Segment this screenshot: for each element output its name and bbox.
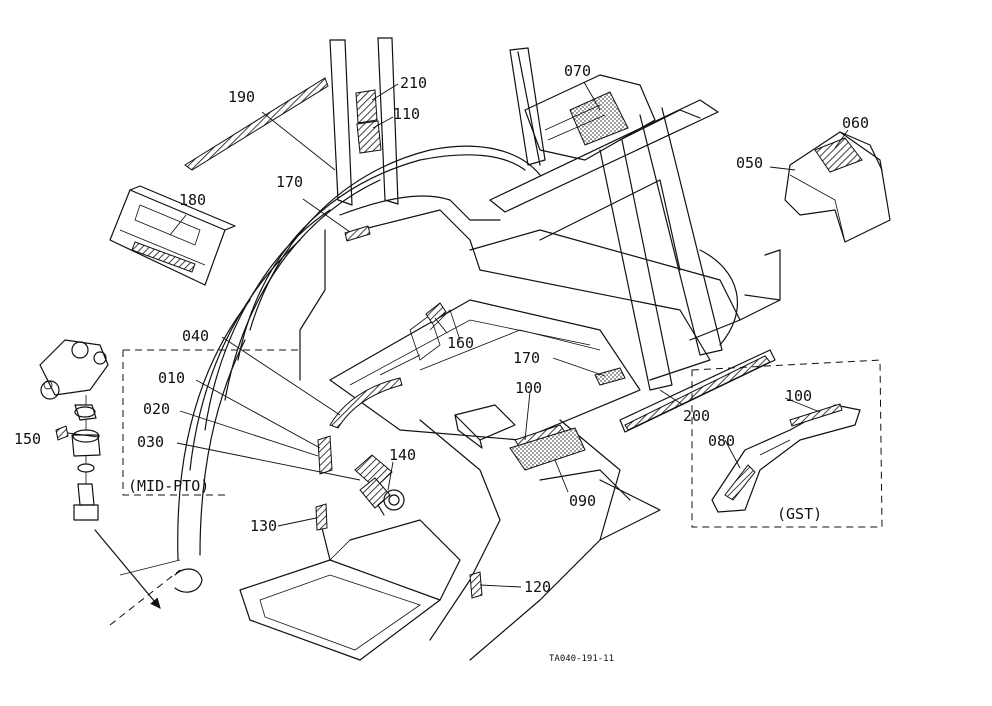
decal-090	[509, 427, 586, 471]
label-040: 040	[182, 327, 209, 345]
decal-210	[355, 89, 378, 124]
decal-030	[354, 454, 393, 489]
decal-110	[356, 120, 382, 154]
caption-mid-pto: (MID-PTO)	[128, 477, 209, 495]
label-010: 010	[158, 369, 185, 387]
label-100b: 100	[785, 387, 812, 405]
label-170a: 170	[276, 173, 303, 191]
part-150	[55, 425, 69, 441]
label-080: 080	[708, 432, 735, 450]
label-070-num: 070	[564, 62, 591, 80]
label-190: 190	[228, 88, 255, 106]
label-150: 150	[14, 430, 41, 448]
decal-010	[317, 435, 333, 475]
label-100a: 100	[515, 379, 542, 397]
part-140-knob	[377, 489, 405, 516]
decal-060	[814, 137, 863, 173]
mid-pto-box	[122, 349, 300, 496]
part-050-cover	[784, 131, 891, 243]
decal-080	[724, 464, 756, 501]
label-140: 140	[389, 446, 416, 464]
decal-190	[184, 77, 329, 171]
decal-170b	[594, 367, 626, 386]
decal-160	[425, 302, 447, 324]
gst-box	[691, 359, 883, 528]
label-200: 200	[683, 407, 710, 425]
part-180	[109, 185, 236, 286]
label-110: 110	[393, 105, 420, 123]
part-150-assembly	[39, 339, 203, 626]
decal-130	[315, 503, 328, 531]
caption-gst: (GST)	[777, 505, 822, 523]
label-170b: 170	[513, 349, 540, 367]
label-130: 130	[250, 517, 277, 535]
tractor-body	[177, 145, 781, 661]
label-120: 120	[524, 578, 551, 596]
label-030: 030	[137, 433, 164, 451]
label-090: 090	[569, 492, 596, 510]
decal-030b	[359, 477, 391, 509]
mat-200	[624, 355, 771, 431]
label-160: 160	[447, 334, 474, 352]
label-060: 060	[842, 114, 869, 132]
part-labels: 190 210 110 070 060 050 170 180 160 040 …	[14, 62, 869, 596]
decals	[184, 77, 626, 599]
label-180: 180	[179, 191, 206, 209]
label-050: 050	[736, 154, 763, 172]
rops-frame	[329, 37, 723, 391]
label-020: 020	[143, 400, 170, 418]
decal-040	[329, 377, 403, 429]
decal-120	[469, 571, 483, 599]
drawing-code: TA040-191-11	[549, 654, 614, 664]
label-070	[569, 91, 629, 146]
decal-100b	[789, 403, 843, 427]
decal-170a	[344, 225, 371, 242]
label-210: 210	[400, 74, 427, 92]
leader-lines	[67, 81, 849, 588]
